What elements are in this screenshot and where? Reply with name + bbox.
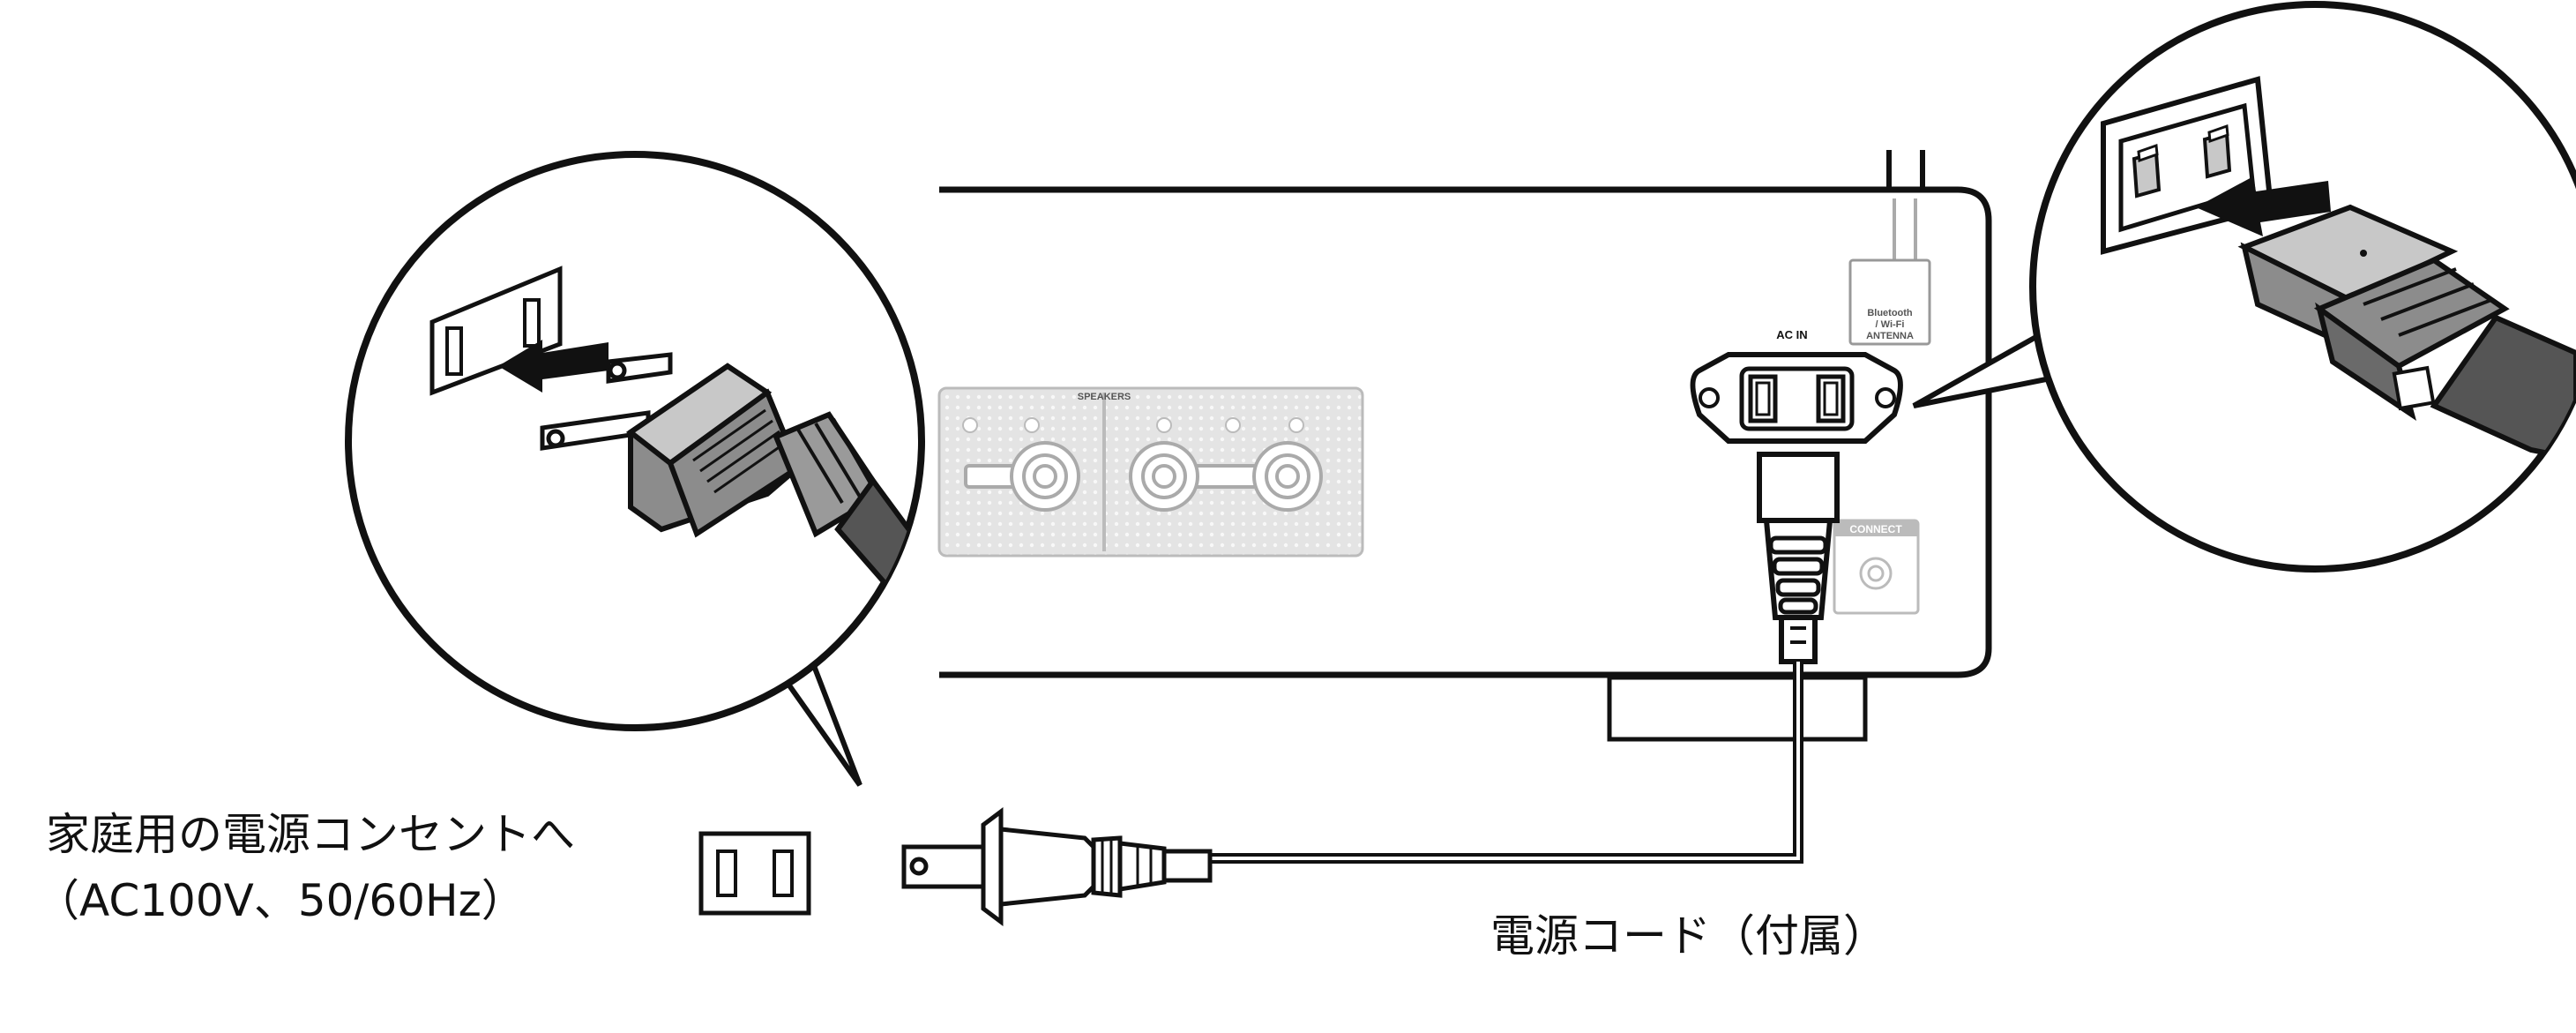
insert-arrow-icon — [2196, 176, 2331, 236]
connect-label: CONNECT — [1849, 523, 1902, 535]
ac-plug-side — [901, 807, 1213, 926]
antenna-label: Bluetooth — [1867, 308, 1913, 318]
magnified-ac-in-callout — [2029, 1, 2576, 573]
magnified-plug-callout — [345, 151, 925, 731]
device-foot — [1607, 675, 1868, 742]
speaker-terminals: SPEAKERS — [937, 386, 1364, 558]
antenna-label: / Wi-Fi — [1876, 319, 1905, 330]
speakers-label: SPEAKERS — [1078, 392, 1131, 402]
antenna: Bluetooth / Wi-Fi ANTENNA — [1848, 150, 1931, 346]
device-rear-panel: Bluetooth / Wi-Fi ANTENNA SPEAKERS — [937, 150, 1992, 742]
ac-in-label: AC IN — [1776, 328, 1807, 341]
connect-button: CONNECT — [1833, 519, 1920, 615]
insert-arrow-icon — [498, 340, 609, 393]
outlet-spec-label: （AC100V、50/60Hz） — [35, 875, 526, 926]
antenna-label: ANTENNA — [1866, 331, 1914, 341]
outlet-label: 家庭用の電源コンセントへ — [46, 809, 575, 860]
ac-inlet: AC IN — [1690, 328, 1903, 444]
plug-body — [625, 363, 922, 604]
iec-plug-detail — [2237, 204, 2576, 462]
power-cord-label: 電源コード（付属） — [1490, 910, 1887, 962]
power-cord — [1208, 662, 1803, 864]
iec-plug-inserted — [1757, 452, 1840, 664]
callout-pointer-right — [1912, 324, 2069, 408]
wall-outlet — [698, 831, 811, 916]
